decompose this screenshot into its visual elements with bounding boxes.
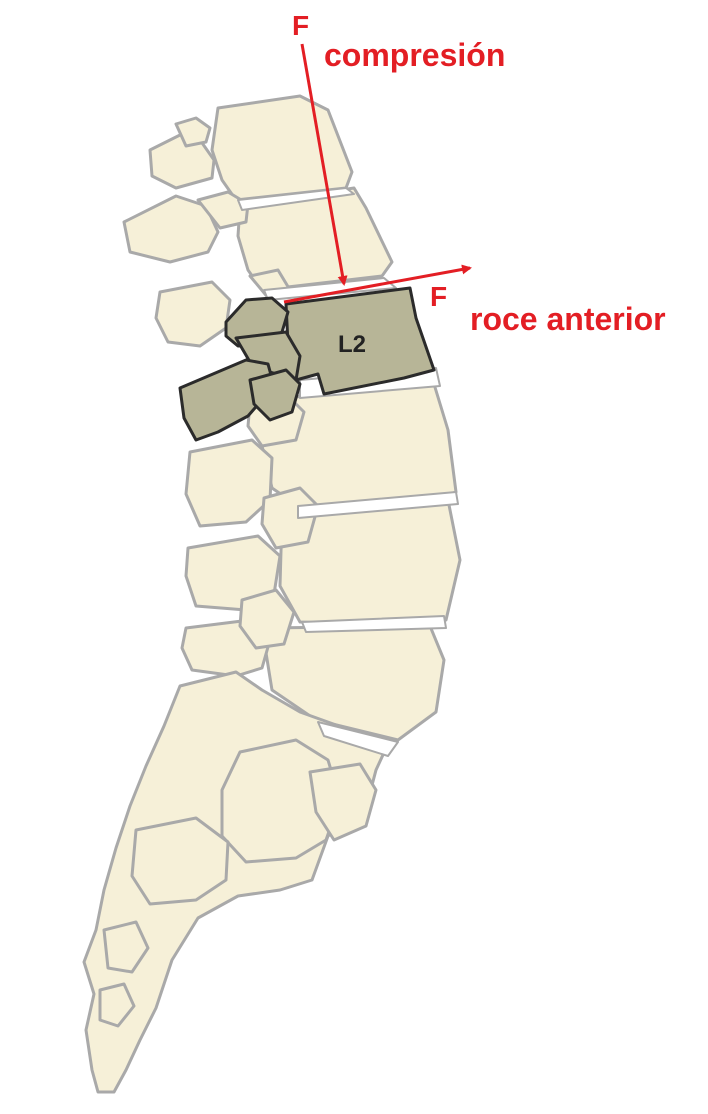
anterior-friction-arrow <box>283 264 472 304</box>
vertebra-l2-highlighted <box>178 286 436 442</box>
compression-label: compresión <box>324 37 505 73</box>
lumbar-spine <box>82 94 462 1094</box>
sacrum <box>82 670 390 1094</box>
force-arrows <box>283 43 472 304</box>
compression-arrow <box>300 43 348 286</box>
vertebra-l1 <box>122 186 394 292</box>
vertebra-l5 <box>180 588 446 742</box>
vertebra-l2-label: L2 <box>338 331 366 358</box>
compression-force-letter: F <box>292 10 309 41</box>
friction-label: roce anterior <box>470 301 666 337</box>
friction-force-letter: F <box>430 281 447 312</box>
vertebra-l4 <box>184 486 462 628</box>
